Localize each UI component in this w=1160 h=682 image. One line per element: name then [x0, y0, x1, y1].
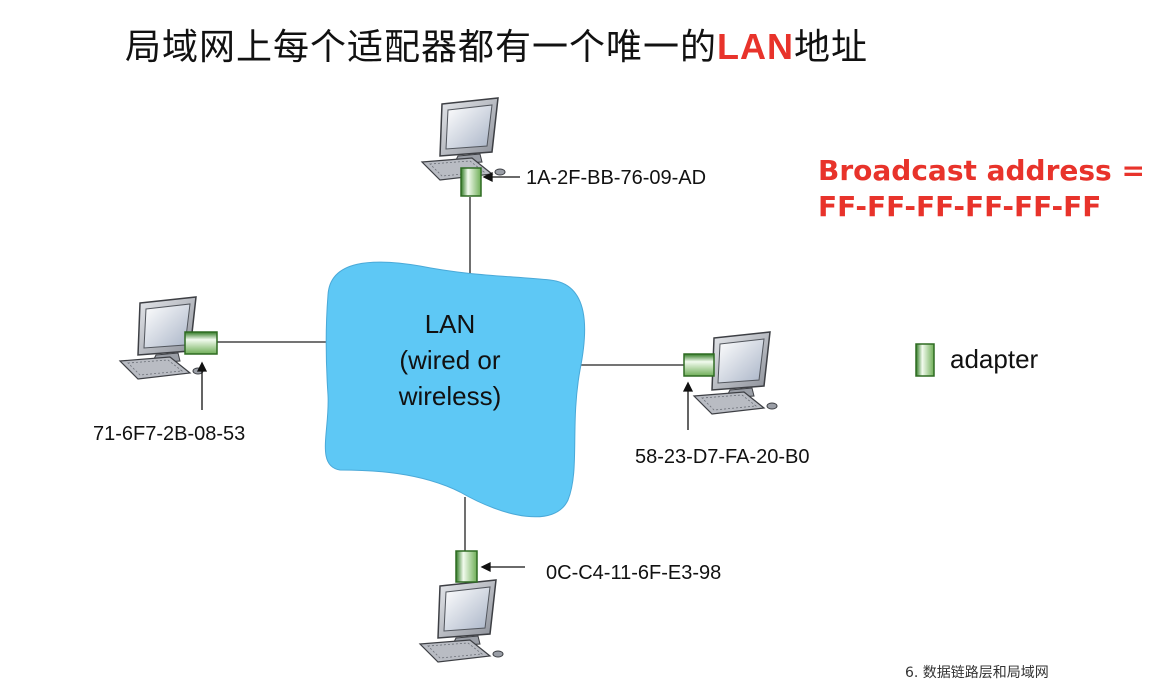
lan-label-line3: wireless): [398, 381, 502, 411]
adapter-top-icon: [460, 167, 482, 197]
page-title: 局域网上每个适配器都有一个唯一的LAN地址: [125, 18, 868, 70]
broadcast-note: Broadcast address = FF-FF-FF-FF-FF-FF: [818, 153, 1145, 225]
footer-text: 6. 数据链路层和局域网: [905, 665, 1049, 681]
legend-adapter-icon: [915, 343, 935, 377]
title-prefix: 局域网上每个适配器都有一个唯一的: [125, 27, 718, 68]
adapter-right-icon: [683, 353, 715, 377]
title-highlight: LAN: [717, 26, 795, 67]
adapter-left-icon: [184, 331, 218, 355]
broadcast-line2: FF-FF-FF-FF-FF-FF: [818, 190, 1102, 223]
mac-address-right: 58-23-D7-FA-20-B0: [635, 446, 810, 468]
mac-address-left: 71-6F7-2B-08-53: [93, 423, 246, 445]
arrow-right-icon: [682, 381, 694, 430]
arrow-left-icon: [196, 361, 208, 410]
lan-label: LAN (wired or wireless): [370, 306, 530, 414]
arrow-top-icon: [482, 171, 520, 183]
lan-label-line2: (wired or: [399, 345, 501, 375]
lan-cloud: [324, 261, 586, 518]
mac-address-top: 1A-2F-BB-76-09-AD: [526, 167, 707, 189]
lan-label-line1: LAN: [424, 309, 476, 339]
adapter-bottom-icon: [455, 550, 478, 583]
legend-label: adapter: [950, 344, 1039, 374]
computer-bottom-icon: [419, 579, 504, 663]
mac-address-bottom: 0C-C4-11-6F-E3-98: [546, 562, 722, 584]
arrow-bottom-icon: [480, 561, 525, 573]
broadcast-line1: Broadcast address =: [818, 154, 1145, 187]
title-suffix: 地址: [794, 27, 869, 68]
